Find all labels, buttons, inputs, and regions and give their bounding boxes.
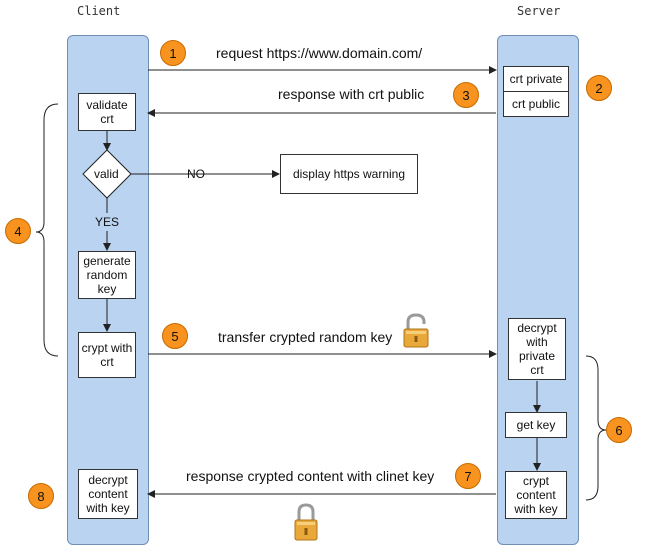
decrypt-with-private-crt-box: decrypt with private crt — [508, 318, 566, 380]
valid-label: valid — [94, 167, 119, 181]
step-badge-3: 3 — [453, 82, 479, 108]
client-lane-title: Client — [77, 4, 121, 18]
brace-step-6 — [585, 355, 607, 501]
https-warning-box: display https warning — [280, 154, 418, 194]
valid-decision-diamond — [82, 149, 132, 199]
padlock-open-icon — [403, 313, 429, 348]
step-badge-8: 8 — [28, 483, 54, 509]
server-lane — [497, 35, 579, 545]
step-badge-4: 4 — [5, 218, 31, 244]
step-badge-2: 2 — [586, 75, 612, 101]
yes-label: YES — [95, 215, 120, 229]
crt-private-box: crt private — [503, 66, 569, 92]
get-key-box: get key — [505, 412, 567, 438]
padlock-closed-icon — [294, 503, 318, 541]
no-label: NO — [187, 167, 205, 181]
transfer-label: transfer crypted random key — [218, 329, 393, 345]
validate-crt-box: validate crt — [78, 93, 136, 131]
crypt-with-crt-box: crypt with crt — [78, 332, 136, 378]
request-label: request https://www.domain.com/ — [216, 45, 423, 61]
step-badge-6: 6 — [606, 417, 632, 443]
generate-random-key-box: generate random key — [78, 251, 136, 299]
step-badge-1: 1 — [160, 40, 186, 66]
step-badge-5: 5 — [162, 323, 188, 349]
response-public-label: response with crt public — [278, 86, 425, 102]
step-badge-7: 7 — [455, 463, 481, 489]
crypt-content-box: crypt content with key — [505, 471, 567, 519]
crt-public-box: crt public — [503, 91, 569, 117]
brace-step-4 — [35, 103, 59, 357]
response-content-label: response crypted content with clinet key — [186, 468, 435, 484]
decrypt-content-box: decrypt content with key — [78, 469, 138, 519]
server-lane-title: Server — [517, 4, 561, 18]
